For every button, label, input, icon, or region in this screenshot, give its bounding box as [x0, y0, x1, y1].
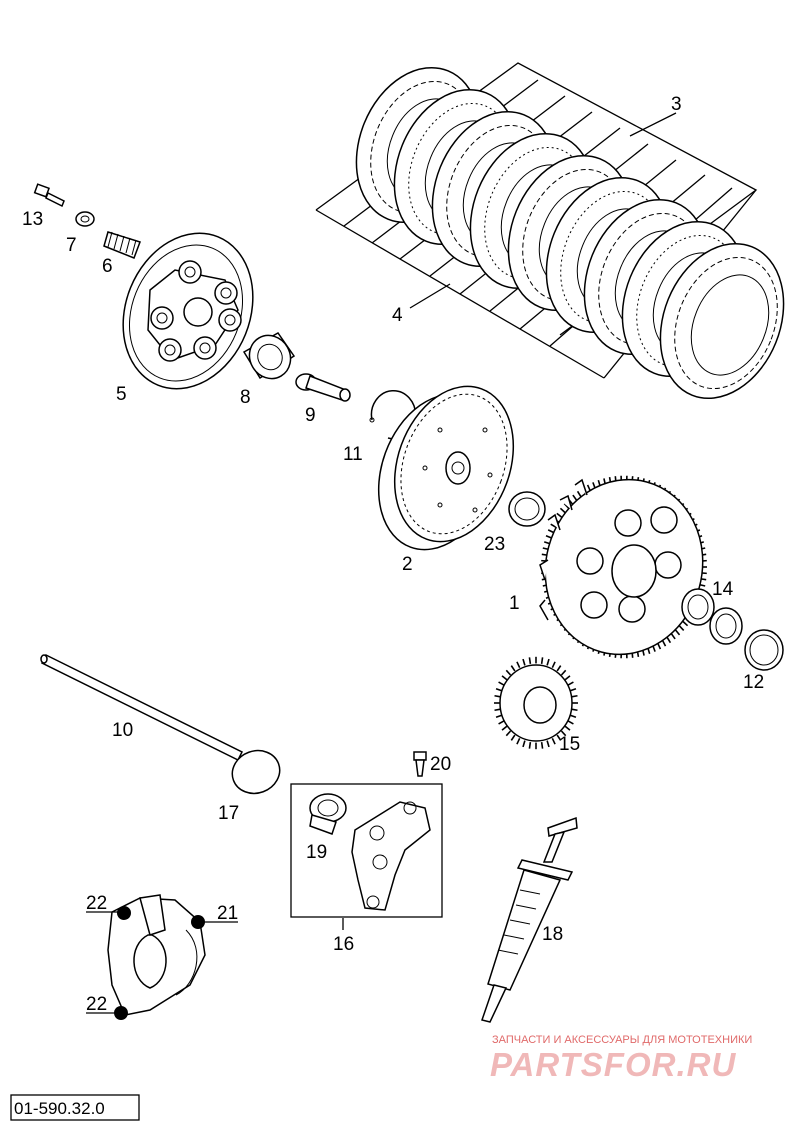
clutch-disc-stack: [315, 62, 785, 400]
label-part-9: 9: [305, 405, 316, 426]
label-part-21: 21: [217, 903, 238, 924]
inner-clutch-hub: [377, 385, 515, 551]
label-part-1: 1: [509, 593, 520, 614]
label-part-22-top: 22: [86, 893, 107, 914]
bleed-screw-20: [413, 751, 427, 777]
label-part-19: 19: [306, 842, 327, 863]
label-part-4: 4: [392, 305, 403, 326]
drawing-code-box: 01-590.32.0: [10, 1094, 140, 1121]
label-part-18: 18: [542, 924, 563, 945]
spring-6: [103, 231, 141, 259]
slave-cylinder-group: [290, 783, 443, 918]
syringe-18: [481, 816, 578, 1023]
washer-12: [744, 629, 784, 671]
label-part-20: 20: [430, 754, 451, 775]
label-part-17: 17: [218, 803, 239, 824]
label-part-3: 3: [671, 94, 682, 115]
label-part-22-bottom: 22: [86, 994, 107, 1015]
label-part-16: 16: [333, 934, 354, 955]
push-piece-9: [295, 373, 351, 402]
gear-15: [494, 656, 578, 750]
bearing-8: [242, 332, 296, 380]
drawing-code: 01-590.32.0: [14, 1099, 105, 1118]
watermark-subtitle: ЗАПЧАСТИ И АКСЕССУАРЫ ДЛЯ МОТОТЕХНИКИ: [492, 1034, 752, 1046]
label-part-14: 14: [712, 579, 734, 600]
watermark-brand: PARTSFOR.RU: [490, 1046, 736, 1083]
washer-7: [75, 211, 95, 227]
leader-lines: [86, 112, 677, 1014]
label-part-11: 11: [343, 444, 363, 465]
push-rod-10: [40, 653, 244, 762]
label-part-5: 5: [116, 384, 127, 405]
label-part-10: 10: [112, 720, 133, 741]
o-ring-17: [231, 749, 281, 795]
needle-bearing-14: [681, 588, 743, 645]
label-part-2: 2: [402, 554, 413, 575]
pressure-plate: [122, 232, 254, 390]
label-part-23: 23: [484, 534, 505, 555]
cylinder-cover: [107, 894, 206, 1020]
clutch-disc: [659, 242, 785, 400]
label-part-8: 8: [240, 387, 251, 408]
label-part-6: 6: [102, 256, 113, 277]
part-labels: 1 2 3 4 5 6 7 8 9 10 11 12 13 14 15 16 1…: [22, 94, 764, 1015]
bolt-13: [33, 183, 65, 208]
primary-gear-basket: [539, 475, 707, 659]
label-part-12: 12: [743, 672, 764, 693]
watermark: ЗАПЧАСТИ И АКСЕССУАРЫ ДЛЯ МОТОТЕХНИКИ PA…: [490, 1034, 752, 1083]
label-part-15: 15: [559, 734, 580, 755]
washer-23: [508, 491, 546, 527]
label-part-7: 7: [66, 235, 77, 256]
label-part-13: 13: [22, 209, 43, 230]
